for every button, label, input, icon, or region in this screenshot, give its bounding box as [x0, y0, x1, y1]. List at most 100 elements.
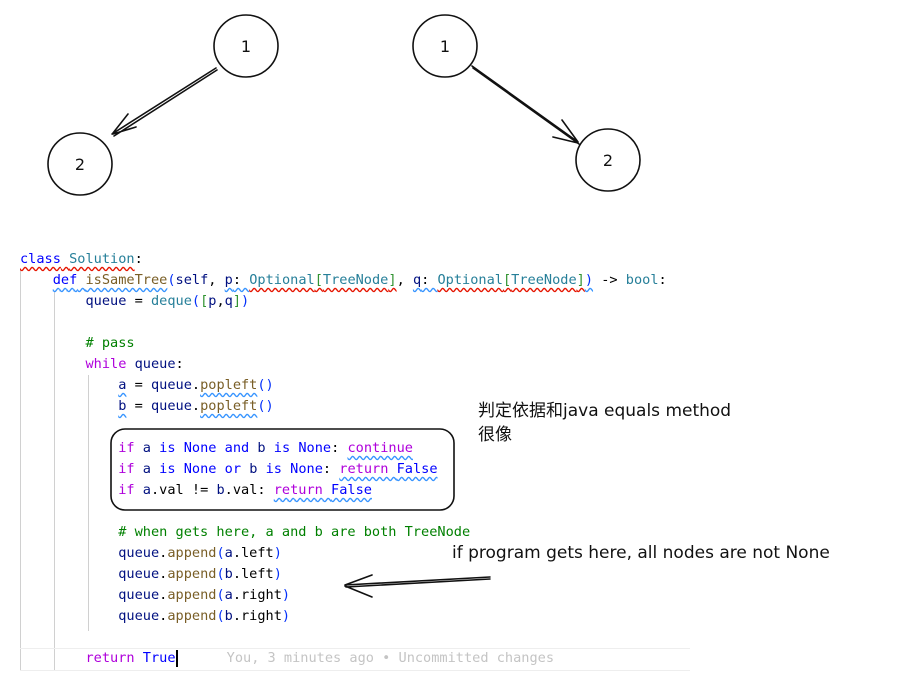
code-token: q: [412, 272, 422, 288]
code-token: return: [85, 650, 135, 666]
code-line[interactable]: queue.append(b.left): [0, 564, 690, 585]
code-token: b: [249, 461, 258, 477]
right-tree-child-node: [575, 128, 641, 192]
code-token: ): [281, 608, 291, 624]
code-line[interactable]: # when gets here, a and b are both TreeN…: [0, 522, 690, 543]
code-token: b: [224, 608, 233, 624]
code-token: def: [52, 272, 78, 288]
code-line[interactable]: [0, 627, 690, 648]
code-token: b: [118, 398, 127, 414]
code-token: class: [20, 251, 61, 267]
equals-note-line2: 很像: [478, 425, 512, 445]
code-line[interactable]: a = queue.popleft(): [0, 375, 690, 396]
left-child-label: 2: [75, 155, 85, 174]
code-token: (: [216, 566, 225, 582]
code-token: ]: [388, 272, 397, 288]
code-line[interactable]: queue.append(b.right): [0, 606, 690, 627]
code-token: queue: [118, 566, 160, 582]
code-token: None: [298, 440, 332, 456]
code-token: if: [118, 440, 135, 456]
code-token: =: [126, 398, 151, 414]
code-token: queue: [134, 356, 176, 372]
code-line[interactable]: [0, 312, 690, 333]
code-line[interactable]: def isSameTree(self, p: Optional[TreeNod…: [0, 270, 690, 291]
code-token: None: [183, 461, 217, 477]
code-editor[interactable]: class Solution: def isSameTree(self, p: …: [0, 249, 690, 669]
code-token: False: [331, 482, 372, 498]
code-token: (): [257, 398, 274, 414]
right-tree-edge-arrow: [471, 65, 580, 145]
code-token: TreeNode: [322, 272, 389, 288]
indent-guide: [20, 270, 21, 670]
code-token: ->: [593, 272, 626, 288]
code-token: [216, 440, 224, 456]
code-token: queue: [118, 545, 160, 561]
code-token: :: [331, 440, 348, 456]
code-token: a: [142, 440, 151, 456]
code-line[interactable]: while queue:: [0, 354, 690, 375]
code-token: queue: [150, 377, 192, 393]
code-token: (: [191, 293, 201, 309]
code-token: (: [216, 608, 225, 624]
code-token: # pass: [85, 335, 135, 351]
code-line[interactable]: if a is None and b is None: continue: [0, 438, 690, 459]
code-token: (: [216, 587, 225, 603]
code-token: .right: [232, 587, 282, 603]
code-token: ): [281, 587, 291, 603]
code-line[interactable]: queue.append(a.right): [0, 585, 690, 606]
text-cursor: [175, 649, 178, 667]
code-line[interactable]: return True You, 3 minutes ago • Uncommi…: [0, 648, 690, 669]
code-token: b: [224, 566, 233, 582]
not-none-note: if program gets here, all nodes are not …: [452, 543, 830, 563]
code-line-content: # when gets here, a and b are both TreeN…: [20, 522, 470, 543]
code-token: queue: [85, 293, 127, 309]
code-token: [241, 461, 249, 477]
code-token: .: [159, 566, 168, 582]
code-line-content: def isSameTree(self, p: Optional[TreeNod…: [20, 270, 667, 291]
code-line-content: queue.append(b.left): [20, 564, 282, 585]
code-token: [: [502, 272, 512, 288]
code-token: if: [118, 461, 135, 477]
code-token: deque: [150, 293, 192, 309]
code-token: [176, 461, 184, 477]
code-token: True: [142, 650, 176, 666]
code-token: :: [658, 272, 667, 288]
code-token: .: [159, 587, 168, 603]
code-token: False: [396, 461, 438, 477]
code-token: Optional: [249, 272, 315, 288]
code-token: .left: [232, 566, 274, 582]
code-line-content: queue.append(a.right): [20, 585, 290, 606]
code-line[interactable]: b = queue.popleft(): [0, 396, 690, 417]
code-token: .: [191, 398, 201, 414]
code-token: [388, 461, 396, 477]
code-token: p: [208, 293, 217, 309]
code-token: [151, 461, 159, 477]
condition-highlight-box: [110, 428, 455, 511]
code-line-content: while queue:: [20, 354, 183, 375]
right-child-label: 2: [603, 151, 613, 170]
code-token: [216, 461, 224, 477]
code-line[interactable]: if a is None or b is None: return False: [0, 459, 690, 480]
code-token: ): [273, 545, 282, 561]
current-line-highlight: [20, 648, 690, 671]
code-token: if: [118, 482, 135, 498]
code-line[interactable]: class Solution:: [0, 249, 690, 270]
code-token: continue: [347, 440, 413, 456]
code-token: a: [224, 545, 233, 561]
equals-note-line1: 判定依据和java equals method: [478, 401, 732, 421]
code-token: [176, 440, 184, 456]
code-token: :: [421, 272, 438, 288]
code-token: ]: [232, 293, 242, 309]
code-token: ): [273, 566, 282, 582]
code-token: while: [85, 356, 127, 372]
code-line[interactable]: if a.val != b.val: return False: [0, 480, 690, 501]
code-line[interactable]: queue.append(a.left): [0, 543, 690, 564]
code-token: queue: [118, 587, 160, 603]
code-token: or: [224, 461, 242, 477]
code-line[interactable]: [0, 501, 690, 522]
code-token: None: [290, 461, 323, 477]
code-line[interactable]: queue = deque([p,q]): [0, 291, 690, 312]
code-token: is: [273, 440, 291, 456]
code-token: ]: [576, 272, 585, 288]
code-line[interactable]: # pass: [0, 333, 690, 354]
